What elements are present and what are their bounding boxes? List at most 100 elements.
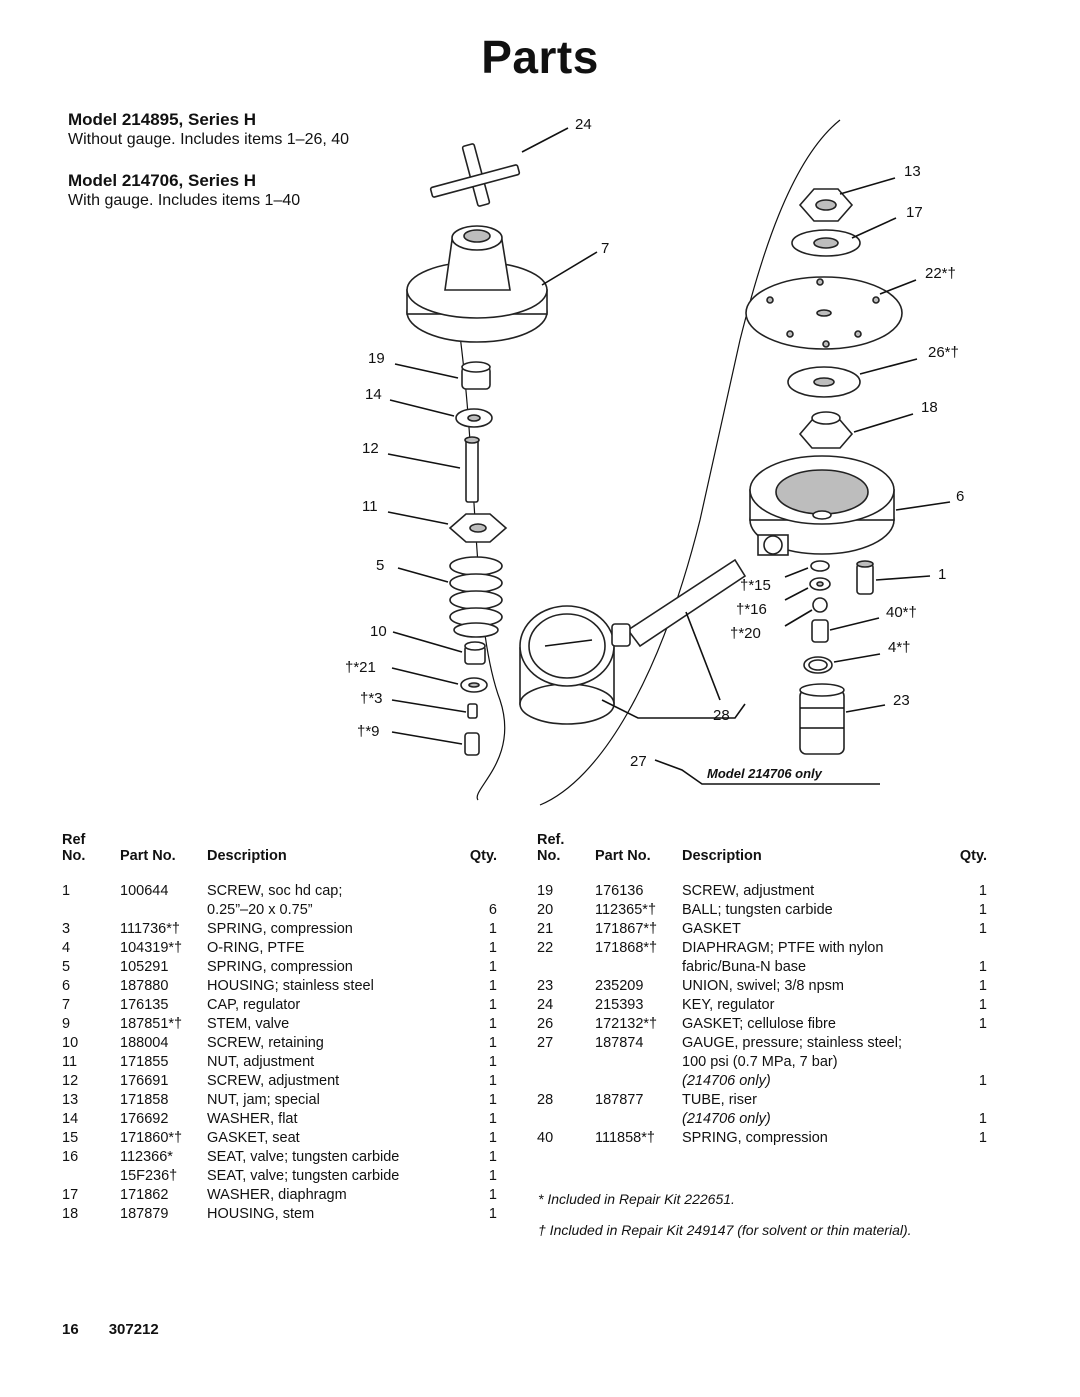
tube-riser-28: [626, 558, 747, 648]
diaphragm-22: [745, 276, 903, 350]
ref-no-cell: 1: [62, 883, 71, 899]
qty-cell: 1: [488, 1016, 497, 1032]
description-cell: KEY, regulator: [682, 997, 775, 1013]
key-regulator-part: [429, 143, 521, 207]
screw-adjustment-12: [464, 436, 480, 503]
qty-cell: [937, 940, 987, 959]
description-cell: (214706 only): [682, 1073, 771, 1089]
o-ring-4: [803, 656, 833, 674]
qty-cell: 1: [488, 1130, 497, 1146]
table-row: (214706 only) 1: [537, 1111, 987, 1130]
description-cell: SPRING, compression: [207, 921, 353, 937]
callout-9: †*9: [357, 723, 380, 740]
qty-cell: 1: [978, 978, 987, 994]
description-cell: SCREW, adjustment: [682, 883, 815, 899]
qty-cell: 1: [978, 1111, 987, 1127]
exploded-parts-diagram: 24 13 17 7 22*† 26*† 19 14 18 12 11 6 5 …: [345, 116, 964, 806]
qty-cell: 1: [488, 1054, 497, 1070]
header-qty: Qty.: [469, 848, 497, 864]
qty-cell: 1: [488, 978, 497, 994]
nut-adjustment-11: [448, 513, 508, 543]
ref-no-cell: 15: [62, 1130, 79, 1146]
header-ref-no: Ref.No.: [537, 824, 595, 864]
description-cell: STEM, valve: [207, 1016, 290, 1032]
qty-cell: 1: [488, 997, 497, 1013]
description-cell: NUT, adjustment: [207, 1054, 315, 1070]
description-cell: DIAPHRAGM; PTFE with nylon: [682, 940, 884, 956]
ref-no-cell: 20: [537, 902, 554, 918]
qty-cell: 1: [978, 902, 987, 918]
callout-24: 24: [575, 116, 592, 133]
part-no-cell: 235209: [595, 978, 644, 994]
part-no-cell: [595, 1054, 682, 1073]
description-cell: GAUGE, pressure; stainless steel;: [682, 1035, 902, 1051]
part-no-cell: [595, 959, 682, 978]
description-cell: CAP, regulator: [207, 997, 301, 1013]
callout-11: 11: [362, 498, 378, 515]
ref-no-cell: 17: [62, 1187, 79, 1203]
description-cell: (214706 only): [682, 1111, 771, 1127]
leader-lines: [387, 127, 951, 785]
description-cell: SEAT, valve; tungsten carbide: [207, 1168, 400, 1184]
part-no-cell: 171855: [120, 1054, 169, 1070]
description-cell: TUBE, riser: [682, 1092, 757, 1108]
description-cell: UNION, swivel; 3/8 npsm: [682, 978, 844, 994]
callout-13: 13: [904, 163, 921, 180]
callout-20: †*20: [730, 625, 761, 642]
ref-no-cell: 5: [62, 959, 71, 975]
description-cell: BALL; tungsten carbide: [682, 902, 833, 918]
washer-diaphragm-17: [791, 229, 861, 257]
gauge-pressure-27: [519, 605, 631, 725]
header-ref: Ref.: [537, 832, 565, 848]
ref-no-cell: 7: [62, 997, 71, 1013]
union-swivel-23: [799, 683, 845, 755]
callout-23: 23: [893, 692, 910, 709]
description-cell: 0.25”–20 x 0.75”: [207, 902, 313, 918]
table-row: 100 psi (0.7 MPa, 7 bar): [537, 1054, 987, 1073]
header-no: No.: [62, 848, 86, 864]
part-no-cell: 215393: [595, 997, 644, 1013]
description-cell: SCREW, retaining: [207, 1035, 324, 1051]
qty-cell: [447, 883, 497, 902]
part-no-cell: 104319*†: [120, 940, 183, 956]
description-cell: SPRING, compression: [207, 959, 353, 975]
ref-no-cell: 6: [62, 978, 71, 994]
model-214706-subtitle: With gauge. Includes items 1–40: [68, 192, 301, 209]
qty-cell: 1: [488, 1111, 497, 1127]
ref-no-cell: [537, 1073, 595, 1092]
housing-stainless-6: [749, 455, 895, 556]
table-row: (214706 only)1: [537, 1073, 987, 1092]
part-no-cell: 172132*†: [595, 1016, 658, 1032]
qty-cell: [937, 1035, 987, 1054]
ref-no-cell: 24: [537, 997, 554, 1013]
ref-no-cell: 23: [537, 978, 554, 994]
ref-no-cell: 3: [62, 921, 71, 937]
ref-no-cell: 28: [537, 1092, 554, 1108]
ref-no-cell: 4: [62, 940, 71, 956]
part-no-cell: 171868*†: [595, 940, 658, 956]
part-no-cell: 187880: [120, 978, 169, 994]
part-no-cell: 188004: [120, 1035, 169, 1051]
part-no-cell: 100644: [120, 883, 169, 899]
ref-no-cell: 13: [62, 1092, 79, 1108]
callout-12: 12: [362, 440, 379, 457]
model-214895-subtitle: Without gauge. Includes items 1–26, 40: [68, 131, 350, 148]
spring-compression-40: [811, 619, 829, 643]
spring-3: [467, 703, 478, 719]
description-cell: WASHER, diaphragm: [207, 1187, 347, 1203]
callout-3: †*3: [360, 690, 383, 707]
ref-no-cell: 27: [537, 1035, 554, 1051]
ref-no-cell: 14: [62, 1111, 79, 1127]
